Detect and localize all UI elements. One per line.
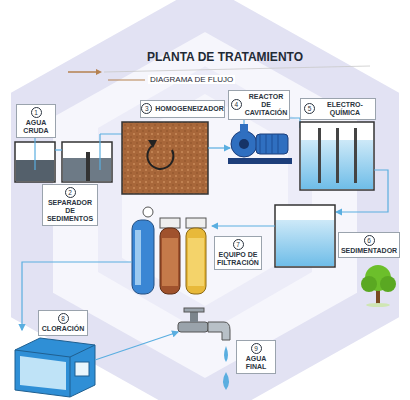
diagram-title: PLANTA DE TRATAMIENTO [147,50,303,64]
step-label: REACTOR DE CAVITACIÓN [245,93,288,117]
callout-number: 5 [304,103,315,114]
step-box: 4REACTOR DE CAVITACIÓN [228,90,290,120]
callout-number: 1 [31,107,42,118]
step-box: 1AGUA CRUDA [16,104,56,138]
step-label: HOMOGENEIZADOR [155,105,223,113]
flow-label: DIAGRAMA DE FLUJO [148,75,235,84]
step-label: CLORACIÓN [42,325,84,333]
callout-number: 6 [364,235,375,246]
callout-number: 9 [251,343,262,354]
step-box: 8CLORACIÓN [38,310,88,336]
step-box: 7EQUIPO DE FILTRACIÓN [214,236,262,270]
step-box: 6SEDIMENTADOR [338,232,400,258]
step-box: 5ELECTRO-QUÍMICA [300,98,376,120]
step-box: 9AGUA FINAL [236,340,276,374]
callout-number: 8 [58,313,69,324]
step-box: 2SEPARADOR DE SEDIMENTOS [42,184,98,226]
step-label: ELECTRO-QUÍMICA [318,101,372,117]
step-label: SEPARADOR DE SEDIMENTOS [46,199,94,223]
callout-number: 7 [233,239,244,250]
callout-number: 3 [141,103,152,114]
step-label: EQUIPO DE FILTRACIÓN [217,251,259,267]
step-box: 3HOMOGENEIZADOR [140,100,225,118]
step-label: SEDIMENTADOR [341,247,397,255]
step-label: AGUA FINAL [240,355,272,371]
callout-number: 4 [231,99,242,110]
callout-number: 2 [65,187,76,198]
step-label: AGUA CRUDA [20,119,52,135]
